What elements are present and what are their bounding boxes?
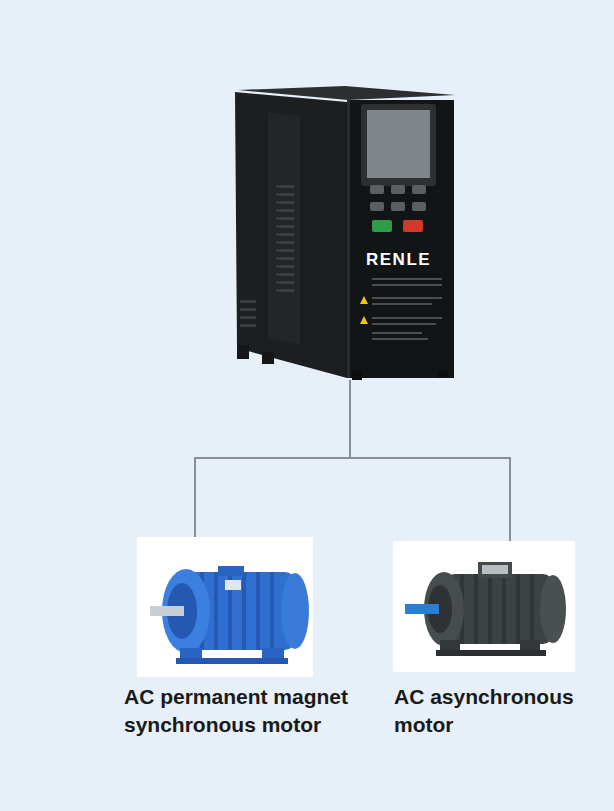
motor-caption: AC asynchronous motor: [394, 683, 606, 739]
inverter-node: RENLE: [233, 88, 455, 380]
motor-node: AC permanent magnet synchronous motor: [124, 537, 374, 743]
connector-line: [195, 380, 350, 537]
connector-line: [350, 380, 510, 541]
pm-motor-picture: [137, 537, 313, 677]
async-motor-picture: [393, 541, 575, 672]
brand-name: RENLE: [366, 250, 431, 270]
motor-caption: AC permanent magnet synchronous motor: [124, 683, 374, 739]
inverter-drawing: [235, 86, 455, 380]
motor-node: AC asynchronous motor: [394, 541, 606, 743]
